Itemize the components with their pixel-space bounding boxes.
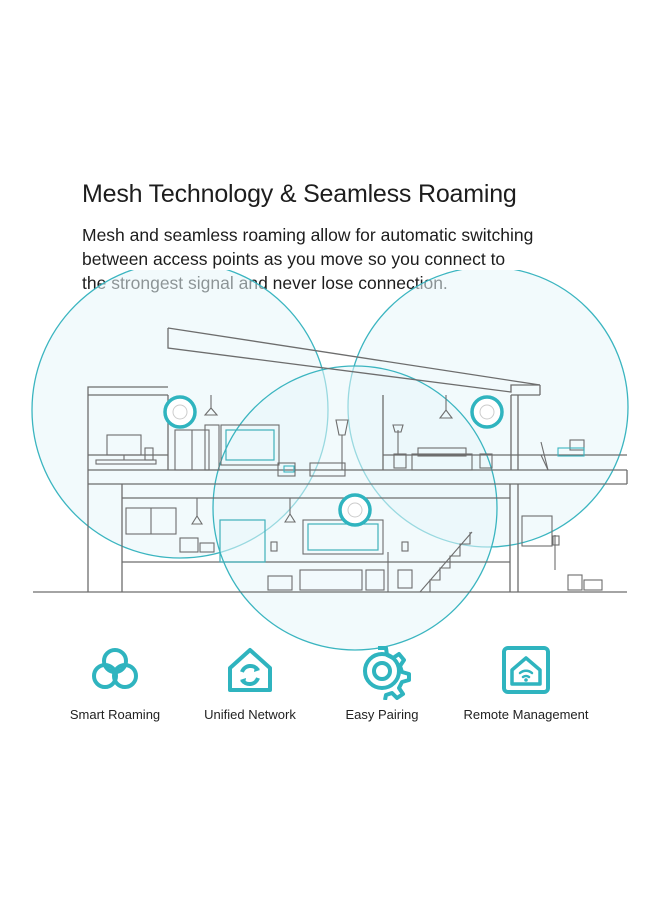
feature-smart-roaming: Smart Roaming <box>40 640 190 722</box>
page-title: Mesh Technology & Seamless Roaming <box>82 180 517 208</box>
easy-pairing-icon <box>352 640 412 701</box>
feature-remote-management: Remote Management <box>451 640 601 722</box>
description-line: between access points as you move so you… <box>82 249 506 269</box>
furniture <box>95 395 603 593</box>
feature-label: Easy Pairing <box>345 707 419 722</box>
access-point-left <box>163 395 197 429</box>
access-points <box>163 395 504 527</box>
access-point-right <box>470 395 504 429</box>
feature-label: Unified Network <box>204 707 296 722</box>
feature-label: Remote Management <box>463 707 589 722</box>
access-point-center <box>338 493 372 527</box>
feature-list: Smart Roaming Unified Network <box>0 640 660 730</box>
accent-details <box>219 429 585 563</box>
unified-network-icon <box>220 640 280 700</box>
smart-roaming-icon <box>85 640 145 700</box>
feature-label: Smart Roaming <box>69 707 161 722</box>
feature-easy-pairing: Easy Pairing <box>307 640 457 722</box>
feature-unified-network: Unified Network <box>175 640 325 722</box>
description-line: Mesh and seamless roaming allow for auto… <box>82 225 534 245</box>
remote-management-icon <box>496 640 556 700</box>
house-coverage-illustration <box>31 270 629 651</box>
